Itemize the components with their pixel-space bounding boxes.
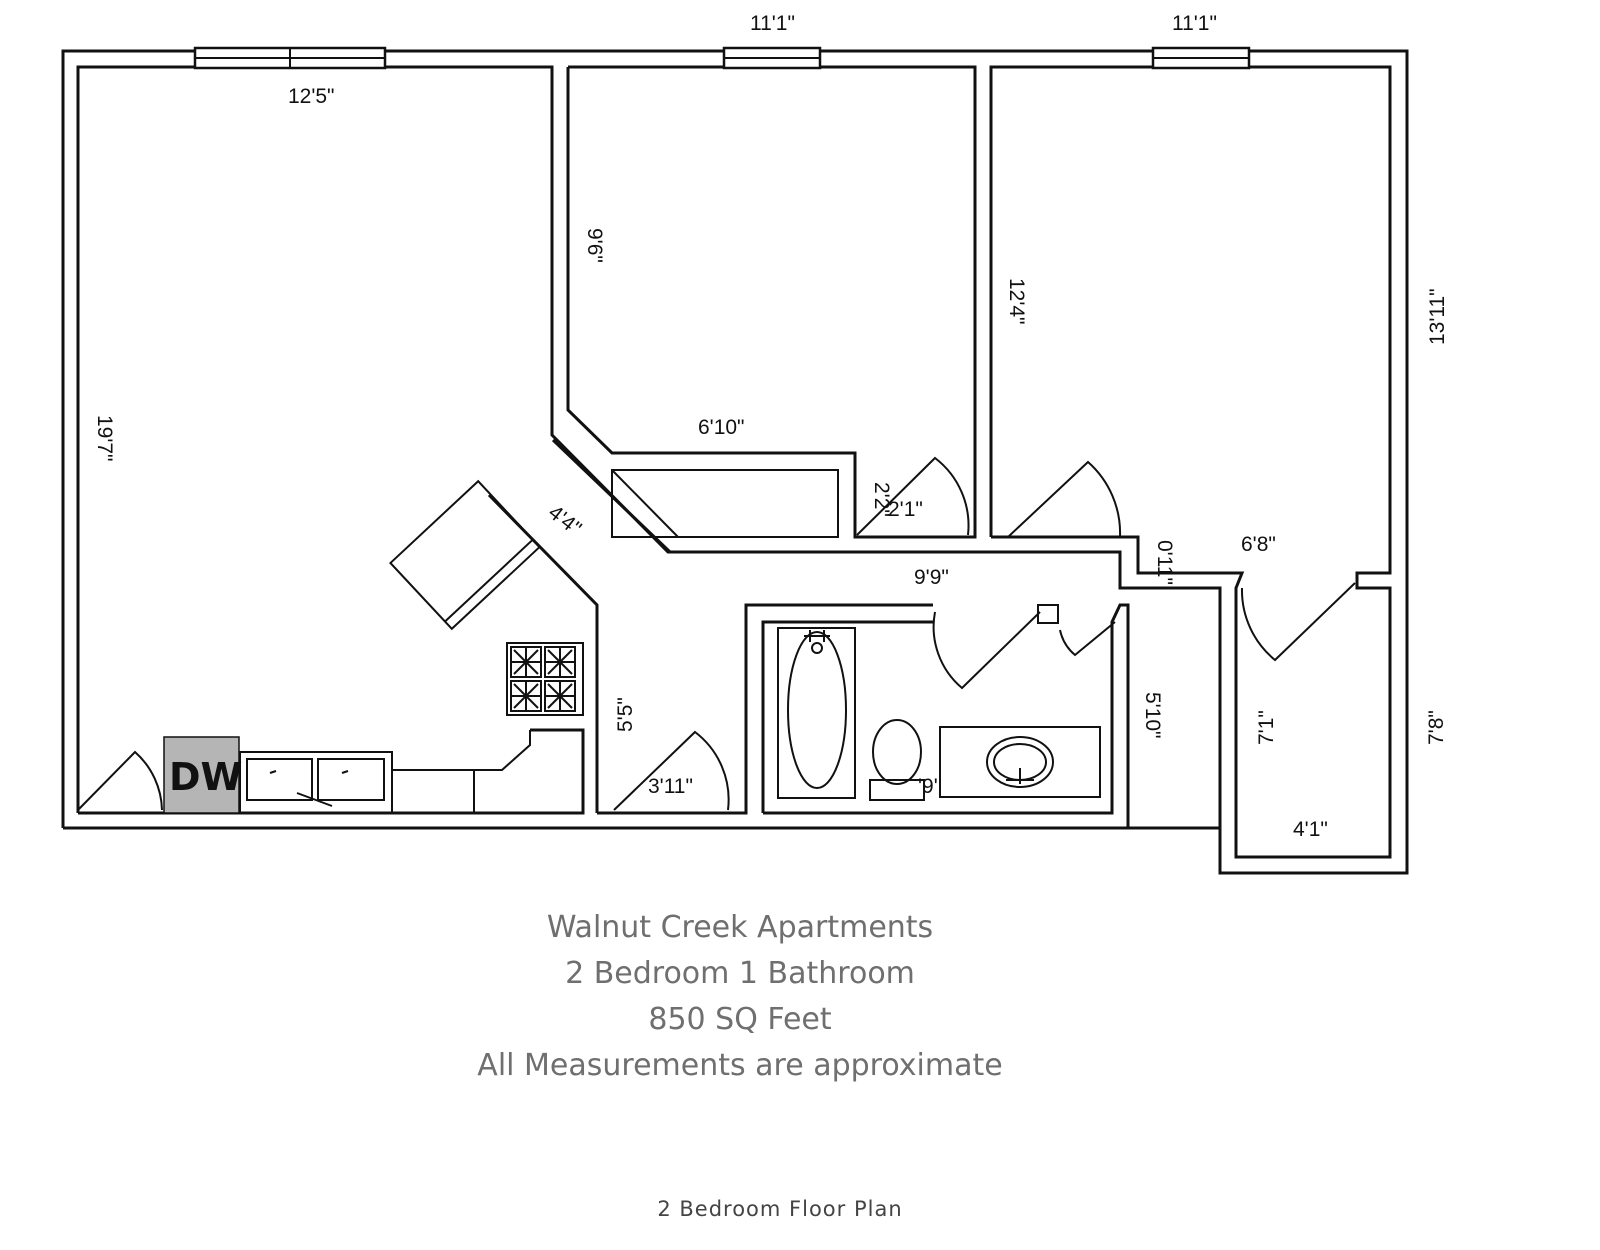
toilet-bowl <box>872 719 922 785</box>
bedroom-2-walls <box>989 65 1392 859</box>
dim-top-window-3: 11'1" <box>1172 12 1217 35</box>
sink-cabinet <box>239 751 393 814</box>
dishwasher-label: DW <box>169 755 242 799</box>
dim-bed1-door: 2'1" <box>888 498 923 521</box>
bathtub <box>787 631 847 789</box>
caption-property-name: Walnut Creek Apartments <box>546 910 934 945</box>
floor-plan: DW <box>61 12 1449 875</box>
dim-bath-length: 5'10" <box>1141 692 1164 739</box>
caption-disclaimer: All Measurements are approximate <box>477 1048 1003 1083</box>
dim-bed1-closet-depth: 2'2" <box>870 482 893 517</box>
door-bath <box>932 611 1041 690</box>
dim-toilet: '9' <box>918 775 938 798</box>
bedroom-1-walls <box>551 65 977 554</box>
dim-closet-depth: 7'1" <box>1255 710 1278 745</box>
stove <box>506 642 584 716</box>
door-bed2 <box>1007 460 1122 538</box>
bathroom-fixtures <box>787 630 1054 801</box>
dimension-labels: 11'1" 11'1" 12'5" 19'7" 9'6" 6'10" 2'2" … <box>93 12 1449 841</box>
doors <box>77 456 1356 811</box>
kitchen: DW <box>163 479 584 814</box>
dim-kitchen-diag: 4'4" <box>544 501 586 541</box>
caption-square-feet: 850 SQ Feet <box>648 1002 832 1037</box>
stove-burners <box>510 646 576 712</box>
dim-closet-outer: 7'8" <box>1425 710 1448 745</box>
fridge <box>389 479 541 631</box>
dim-bed2-depth: 13'11" <box>1426 288 1449 345</box>
dim-bed2-length: 12'4" <box>1005 278 1028 325</box>
toilet-tank <box>869 779 925 801</box>
bathroom-walls <box>761 603 1130 828</box>
dim-bed2-closet-width: 6'8" <box>1241 533 1276 556</box>
dim-closet-width: 4'1" <box>1293 818 1328 841</box>
dim-bed1-closet: 6'10" <box>698 416 745 439</box>
dim-living-width: 12'5" <box>288 85 335 108</box>
door-closet-2 <box>1240 582 1356 662</box>
dishwasher <box>163 736 240 814</box>
door-bed1-closet <box>856 456 970 536</box>
bath-sink <box>986 736 1054 788</box>
dim-kitchen-side: 5'5" <box>614 697 637 732</box>
plan-caption: Walnut Creek Apartments 2 Bedroom 1 Bath… <box>0 905 1480 1089</box>
dim-bed1-length: 9'6" <box>583 228 606 263</box>
dim-hall-length: 9'9" <box>914 566 949 589</box>
dim-closet-door: 3'11" <box>648 775 693 798</box>
plan-footer-title: 2 Bedroom Floor Plan <box>657 1197 903 1221</box>
door-hall-closet <box>613 730 730 811</box>
dim-top-window-2: 11'1" <box>750 12 795 35</box>
dim-living-length: 19'7" <box>93 415 116 462</box>
caption-unit-type: 2 Bedroom 1 Bathroom <box>565 956 915 991</box>
windows <box>193 46 1251 70</box>
door-entry <box>77 750 163 811</box>
outer-walls <box>61 49 1409 875</box>
dim-hall-jog: 0'11" <box>1153 540 1176 585</box>
door-bath-2 <box>1059 621 1116 657</box>
